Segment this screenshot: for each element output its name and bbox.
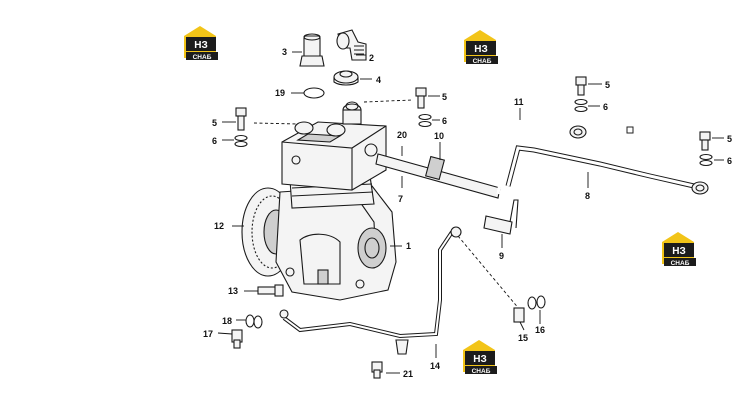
reference-mark [626, 126, 634, 134]
bolt-13 [257, 284, 284, 297]
compressor-body [241, 175, 397, 301]
callout-1: 1 [406, 241, 411, 251]
callout-5: 5 [442, 92, 447, 102]
callout-2: 2 [369, 53, 374, 63]
callout-14: 14 [430, 361, 440, 371]
callout-12: 12 [214, 221, 224, 231]
pipe-14 [279, 226, 462, 355]
callout-9: 9 [499, 251, 504, 261]
bolt [699, 131, 711, 151]
callout-labels: 3 2 4 19 5 6 5 6 5 6 5 6 1 7 8 9 10 [203, 47, 732, 379]
brand-logo: НЗ СНАБ [662, 232, 696, 267]
callout-6: 6 [603, 102, 608, 112]
bolt [575, 76, 587, 96]
svg-text:НЗ: НЗ [672, 246, 686, 257]
bolt [415, 87, 427, 109]
callout-4: 4 [376, 75, 381, 85]
banjo-bolt [513, 295, 546, 323]
pipe-8 [505, 145, 709, 195]
callout-10: 10 [434, 131, 444, 141]
svg-text:СНАБ: СНАБ [193, 54, 212, 61]
pipe-connector [483, 199, 519, 235]
svg-text:НЗ: НЗ [474, 44, 488, 55]
callout-11: 11 [514, 97, 524, 107]
svg-text:СНАБ: СНАБ [472, 368, 491, 375]
brand-logo: НЗ СНАБ [463, 340, 497, 375]
callout-18: 18 [222, 316, 232, 326]
lock-nut [333, 70, 359, 86]
brand-logo: НЗ СНАБ [464, 30, 498, 65]
callout-15: 15 [518, 333, 528, 343]
svg-text:НЗ: НЗ [194, 40, 208, 51]
svg-text:СНАБ: СНАБ [473, 58, 492, 65]
callout-5: 5 [727, 134, 732, 144]
callout-5: 5 [212, 118, 217, 128]
callout-3: 3 [282, 47, 287, 57]
washer [699, 153, 713, 167]
svg-text:НЗ: НЗ [473, 354, 487, 365]
bolt [235, 107, 247, 131]
cylinder-head [281, 101, 387, 191]
washer [574, 98, 588, 113]
o-ring [303, 87, 325, 99]
callout-19: 19 [275, 88, 285, 98]
callout-17: 17 [203, 329, 213, 339]
washer [234, 134, 248, 148]
callout-8: 8 [585, 191, 590, 201]
callout-21: 21 [403, 369, 413, 379]
bolt-21 [371, 361, 383, 379]
callout-16: 16 [535, 325, 545, 335]
callout-5: 5 [605, 80, 610, 90]
callout-6: 6 [442, 116, 447, 126]
callout-7: 7 [398, 194, 403, 204]
fitting-elbow [336, 29, 367, 61]
callout-13: 13 [228, 286, 238, 296]
callout-20: 20 [397, 130, 407, 140]
callout-6: 6 [212, 136, 217, 146]
pipe-11 [496, 118, 587, 195]
brand-logo: НЗ СНАБ [184, 26, 218, 61]
svg-text:СНАБ: СНАБ [671, 260, 690, 267]
banjo-bolt [231, 314, 263, 349]
washer [418, 113, 432, 128]
discharge-pipe [375, 153, 501, 199]
callout-6: 6 [727, 156, 732, 166]
fitting-straight [299, 33, 325, 67]
